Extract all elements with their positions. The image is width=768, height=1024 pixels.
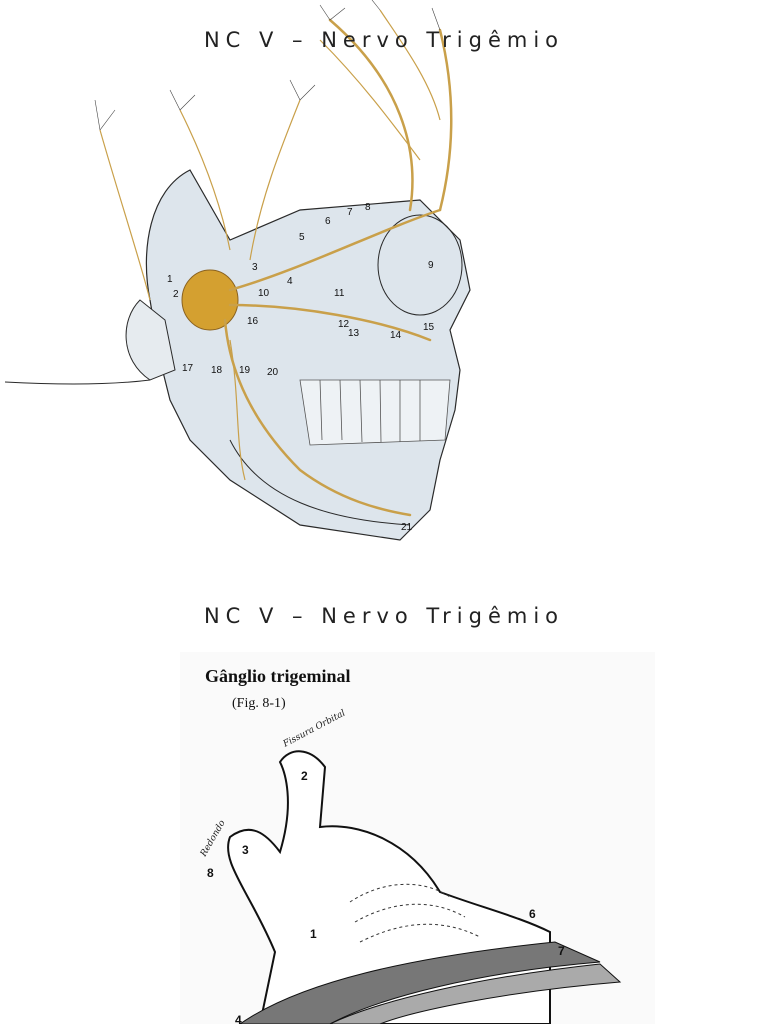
label-17: 17 (182, 363, 194, 374)
label-11: 11 (334, 288, 345, 299)
label-10: 10 (258, 288, 270, 299)
label-7: 7 (558, 944, 565, 958)
label-12: 12 (338, 319, 350, 330)
label-2: 2 (173, 289, 179, 300)
label-13: 13 (348, 328, 360, 339)
label-3: 3 (242, 843, 249, 857)
skull-silhouette (145, 169, 471, 541)
trigeminal-ganglion-figure: Gânglio trigeminal (Fig. 8-1) 1 2 3 4 6 … (180, 652, 655, 1024)
handwritten-note-redondo: Redondo (198, 818, 228, 859)
orbit-outline (377, 214, 463, 316)
label-2: 2 (301, 769, 308, 783)
ear-outline (125, 299, 176, 381)
label-20: 20 (267, 367, 279, 378)
label-6: 6 (529, 907, 536, 921)
mandible-outline (229, 439, 411, 526)
label-8: 8 (365, 202, 371, 213)
label-3: 3 (252, 262, 258, 273)
label-1: 1 (310, 927, 317, 941)
label-8: 8 (207, 866, 214, 880)
figure-reference: (Fig. 8-1) (232, 696, 286, 711)
label-19: 19 (239, 365, 251, 376)
trigeminal-ganglion (181, 269, 239, 331)
label-4: 4 (235, 1013, 242, 1024)
label-16: 16 (247, 316, 259, 327)
trigeminal-face-illustration: 1 2 3 4 5 6 7 8 9 10 11 12 13 14 15 16 1… (4, 0, 471, 541)
label-18: 18 (211, 365, 223, 376)
label-21: 21 (401, 522, 413, 533)
label-5: 5 (299, 232, 305, 243)
label-4: 4 (287, 276, 293, 287)
label-6: 6 (325, 216, 331, 227)
label-9: 9 (428, 260, 434, 271)
slide-title: NC V – Nervo Trigêmio (203, 28, 565, 52)
nerve-root-bands (239, 941, 601, 1024)
slide-title: NC V – Nervo Trigêmio (203, 604, 565, 628)
label-1: 1 (167, 274, 173, 285)
figure-heading: Gânglio trigeminal (205, 666, 351, 686)
label-14: 14 (390, 330, 402, 341)
label-15: 15 (423, 322, 435, 333)
label-7: 7 (347, 207, 353, 218)
handwritten-note-fissura: Fissura Orbital (281, 708, 347, 750)
